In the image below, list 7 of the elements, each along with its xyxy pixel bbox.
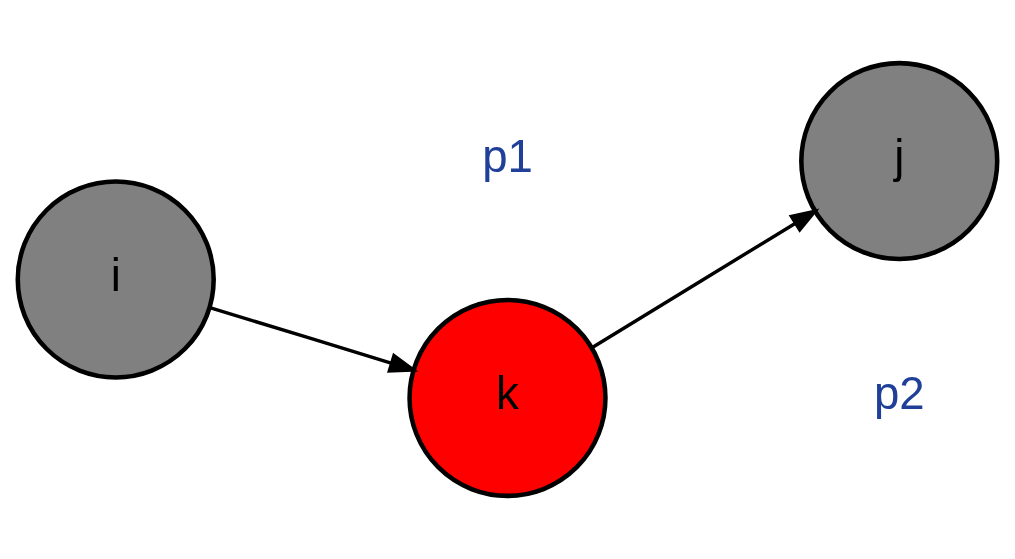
node-circle: k <box>407 297 608 499</box>
node-circle: i <box>15 179 216 380</box>
label: p2 <box>873 368 925 420</box>
arrow <box>209 305 419 373</box>
label: p1 <box>482 131 533 183</box>
node-circle: j <box>799 60 1000 262</box>
arrow <box>591 208 820 350</box>
